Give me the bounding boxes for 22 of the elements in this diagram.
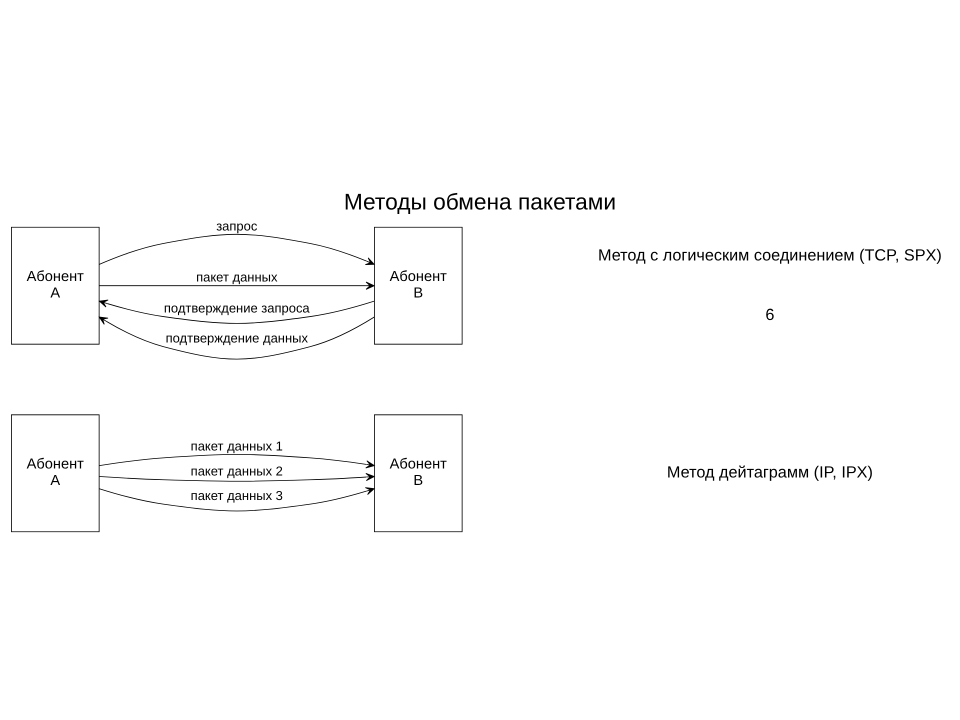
edge-label: пакет данных <box>196 269 278 284</box>
arrow <box>98 487 375 512</box>
edge-label: пакет данных 3 <box>190 488 283 503</box>
edge-label: подтверждение запроса <box>164 300 310 316</box>
label: 6 <box>765 306 774 324</box>
node-box: Абонент В <box>374 226 463 345</box>
edge-label: пакет данных 2 <box>190 464 283 479</box>
arrow <box>98 300 375 324</box>
node-box: Абонент А <box>11 414 100 532</box>
label: Метод с логическим соединением (TCP, SPX) <box>598 246 942 265</box>
arrow <box>98 454 375 468</box>
arrow <box>98 234 375 265</box>
arrow <box>98 282 375 290</box>
node-box: Абонент А <box>11 226 100 345</box>
arrow <box>98 472 375 482</box>
node-box: Абонент В <box>374 414 463 532</box>
edge-label: подтверждение данных <box>166 330 308 346</box>
edge-label: пакет данных 1 <box>190 438 283 454</box>
diagram-title: Методы обмена пакетами <box>344 188 616 215</box>
label: Метод дейтаграмм (IP, IPX) <box>666 463 873 482</box>
arrow <box>98 316 375 360</box>
edge-label: запрос <box>216 218 258 234</box>
